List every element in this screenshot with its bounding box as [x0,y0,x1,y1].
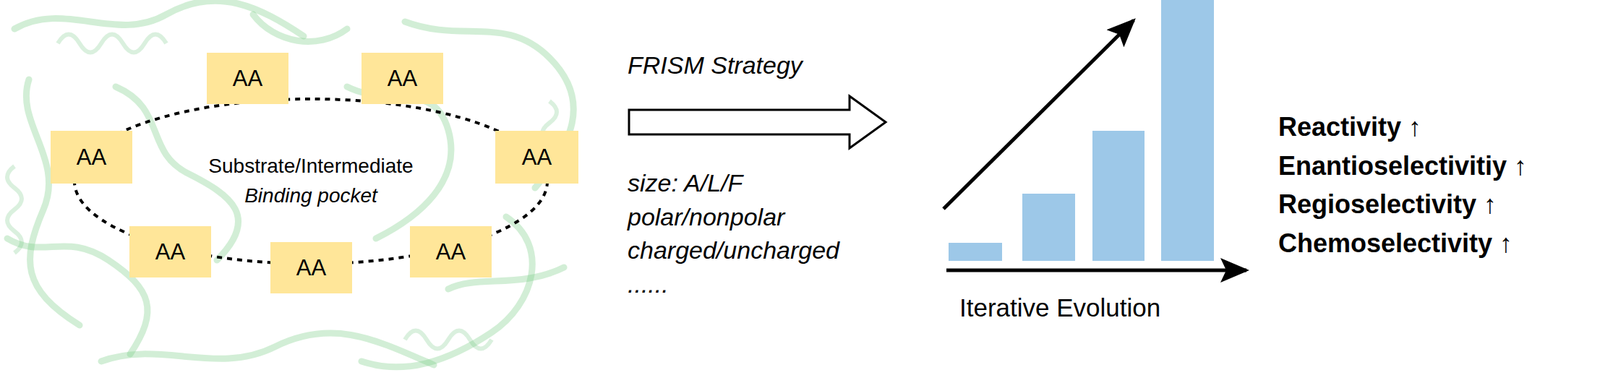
protein-helix [7,34,557,350]
bar [1092,130,1145,262]
strategy-item: charged/uncharged [627,237,840,263]
amino-acid-box: AA [361,52,444,105]
strategy-hollow-arrow [629,96,886,149]
outcome-text: Enantioselectivitiy ↑ [1278,153,1527,180]
residue-label: AA [522,144,552,171]
axis-label: Iterative Evolution [959,294,1161,321]
amino-acid-box: AA [206,52,289,105]
residue-label: AA [232,65,263,92]
amino-acid-box: AA [495,130,579,184]
outcome-text: Regioselectivity ↑ [1278,191,1497,218]
strategy-item: polar/nonpolar [627,204,785,230]
residue-label: AA [435,239,466,266]
pocket-text: Substrate/Intermediate [208,151,413,182]
residue-label: AA [296,255,327,282]
strategy-item: size: A/L/F [627,170,743,196]
pocket-text: Binding pocket [244,181,378,212]
strategy-title: FRISM Strategy [627,52,803,78]
amino-acid-box: AA [129,226,212,278]
bar [1022,193,1076,262]
residue-label: AA [387,65,418,92]
outcome-text: Reactivity ↑ [1278,114,1422,141]
protein-ribbon [7,0,574,368]
bar [948,242,1003,262]
residue-label: AA [155,239,186,266]
x-axis-arrow [946,268,1247,273]
amino-acid-box: AA [409,226,492,278]
amino-acid-box: AA [270,242,353,294]
outcome-text: Chemoselectivity ↑ [1278,230,1513,257]
bar [1161,0,1214,262]
trend-arrow [943,20,1134,209]
residue-label: AA [76,144,107,171]
amino-acid-box: AA [50,130,133,184]
strategy-item: ...... [627,271,669,297]
